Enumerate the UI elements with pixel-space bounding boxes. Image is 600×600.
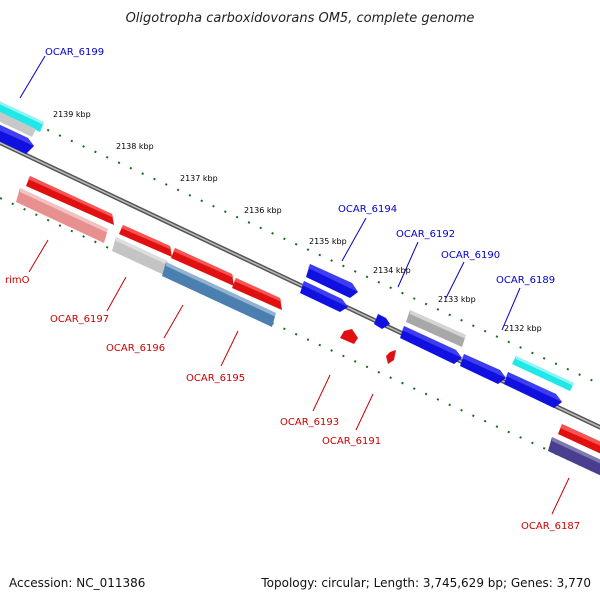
label-ocar-6190[interactable]: OCAR_6190 bbox=[441, 250, 500, 299]
tick-row-upper bbox=[0, 107, 600, 385]
gene-ocar-6187-arrow[interactable] bbox=[558, 424, 600, 458]
feature-rimo-pink[interactable] bbox=[16, 188, 108, 243]
gene-ocar-6193[interactable] bbox=[340, 329, 358, 344]
gene-label-ocar-6190: OCAR_6190 bbox=[441, 250, 500, 261]
label-ocar-6194[interactable]: OCAR_6194 bbox=[338, 204, 397, 262]
kbp-label: 2133 kbp bbox=[438, 295, 476, 304]
gene-ocar-6194-lower[interactable] bbox=[300, 281, 348, 312]
gene-ocar-6194-upper[interactable] bbox=[306, 264, 358, 298]
gene-label-ocar-6192: OCAR_6192 bbox=[396, 229, 455, 240]
kbp-label: 2139 kbp bbox=[53, 110, 91, 119]
gene-rimo-arrow[interactable] bbox=[26, 176, 114, 225]
gene-label-ocar-6194: OCAR_6194 bbox=[338, 204, 397, 215]
gene-ocar-6192[interactable] bbox=[374, 314, 390, 329]
label-ocar-6199[interactable]: OCAR_6199 bbox=[19, 47, 104, 99]
gene-label-ocar-6187: OCAR_6187 bbox=[521, 521, 580, 532]
gene-label-ocar-6191: OCAR_6191 bbox=[322, 436, 381, 447]
gene-label-ocar-6195: OCAR_6195 bbox=[186, 373, 245, 384]
label-ocar-6193[interactable]: OCAR_6193 bbox=[280, 374, 339, 428]
gene-ocar-6195-arrow[interactable] bbox=[232, 278, 282, 310]
feature-ocar-6196-steel[interactable] bbox=[162, 262, 276, 327]
gene-ocar-6197-arrow[interactable] bbox=[119, 225, 172, 257]
gene-label-ocar-6197: OCAR_6197 bbox=[50, 314, 109, 325]
label-ocar-6192[interactable]: OCAR_6192 bbox=[396, 229, 455, 288]
label-ocar-6191[interactable]: OCAR_6191 bbox=[322, 393, 381, 447]
map-title: Oligotropha carboxidovorans OM5, complet… bbox=[126, 11, 475, 26]
gene-label-ocar-6189: OCAR_6189 bbox=[496, 275, 555, 286]
kbp-label: 2138 kbp bbox=[116, 142, 154, 151]
label-ocar-6197[interactable]: OCAR_6197 bbox=[50, 276, 127, 325]
feature-ocar-6199-cyan[interactable] bbox=[0, 99, 44, 132]
gene-label-ocar-6196: OCAR_6196 bbox=[106, 343, 165, 354]
gene-label-ocar-6199: OCAR_6199 bbox=[45, 47, 104, 58]
gene-ocar-6191[interactable] bbox=[386, 350, 396, 364]
feature-ocar-6190-gray[interactable] bbox=[406, 310, 466, 347]
tick-row-lower bbox=[0, 197, 600, 475]
label-ocar-6196[interactable]: OCAR_6196 bbox=[106, 304, 184, 354]
gene-label-ocar-6193: OCAR_6193 bbox=[280, 417, 339, 428]
kbp-labels: 2139 kbp 2138 kbp 2137 kbp 2136 kbp 2135… bbox=[53, 110, 542, 333]
kbp-label: 2134 kbp bbox=[373, 266, 411, 275]
label-ocar-6187[interactable]: OCAR_6187 bbox=[521, 477, 580, 532]
label-ocar-6195[interactable]: OCAR_6195 bbox=[186, 330, 245, 384]
feature-ocar-6197-gray[interactable] bbox=[112, 237, 168, 275]
gene-ocar-6190-arrow[interactable] bbox=[400, 326, 462, 364]
feature-ocar-6189-cyan[interactable] bbox=[512, 356, 574, 391]
feature-ocar-6187-navy[interactable] bbox=[548, 437, 600, 478]
gene-label-rimo: rimO bbox=[5, 275, 30, 286]
gene-ocar-6196-arrow[interactable] bbox=[171, 248, 234, 286]
kbp-label: 2137 kbp bbox=[180, 174, 218, 183]
kbp-label: 2132 kbp bbox=[504, 324, 542, 333]
kbp-label: 2135 kbp bbox=[309, 237, 347, 246]
feature-ocar-6199-gray[interactable] bbox=[0, 108, 36, 137]
gene-ocar-6189-arrow-a[interactable] bbox=[460, 354, 506, 384]
label-rimo[interactable]: rimO bbox=[5, 239, 49, 286]
kbp-label: 2136 kbp bbox=[244, 206, 282, 215]
gene-ocar-6189-arrow-b[interactable] bbox=[504, 372, 562, 408]
topology-text: Topology: circular; Length: 3,745,629 bp… bbox=[261, 576, 591, 590]
accession-text: Accession: NC_011386 bbox=[9, 576, 146, 590]
gene-ocar-6199-arrow[interactable] bbox=[0, 122, 34, 154]
label-ocar-6189[interactable]: OCAR_6189 bbox=[496, 275, 555, 331]
